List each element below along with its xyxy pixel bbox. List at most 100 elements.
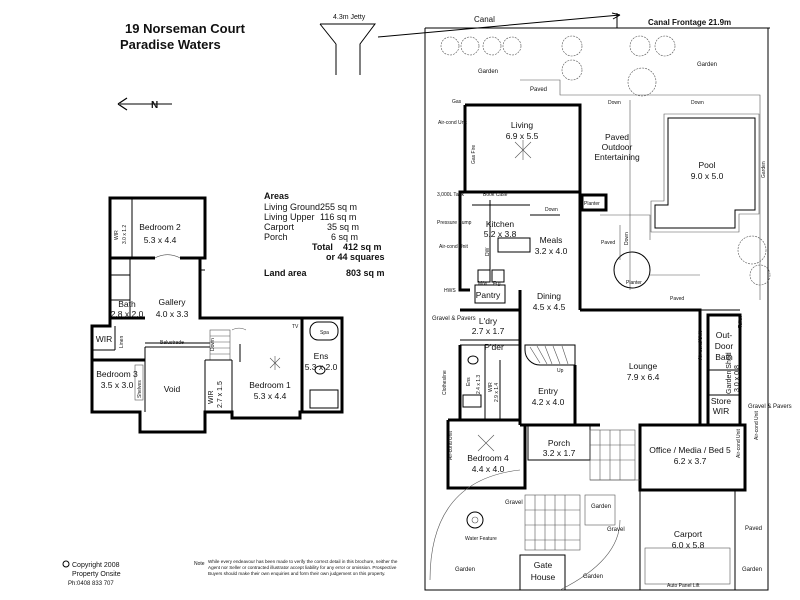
ground-floor-walls xyxy=(446,103,747,591)
area-total-value: 412 sq m xyxy=(343,242,382,252)
pool xyxy=(654,117,756,229)
north-arrow-icon: N xyxy=(117,97,172,111)
jetty: 4.3m Jetty xyxy=(319,14,376,75)
room-label: WIR xyxy=(114,230,120,240)
garden-label: Garden xyxy=(697,62,717,68)
room-label: Garden Shed xyxy=(726,352,733,394)
room-label: Ens xyxy=(466,377,472,386)
areas-heading: Areas xyxy=(264,191,289,201)
fridge-label: Frg xyxy=(493,281,501,287)
address-line2: Paradise Waters xyxy=(120,37,221,52)
room-label: Pantry xyxy=(476,290,501,300)
paved-label: Paved xyxy=(745,526,762,532)
room-label: L'dry xyxy=(479,316,498,326)
copyright-text: Copyright 2008 xyxy=(72,562,120,569)
disclaimer-note: While every endeavour has been made to v… xyxy=(208,559,398,577)
down-label: Down xyxy=(608,100,621,106)
garden-label: Garden xyxy=(761,161,767,178)
outdoor-label: Paved xyxy=(605,132,629,142)
gatehouse-label: Gate xyxy=(534,560,553,570)
room-label: Bath xyxy=(715,352,733,362)
room-size: 5.3 x 2.0 xyxy=(305,362,338,372)
room-label: Porch xyxy=(548,438,570,448)
room-label: WIR xyxy=(208,390,215,404)
paved-label: Paved xyxy=(670,296,684,302)
area-row-label: Porch xyxy=(264,232,288,242)
room-label: Void xyxy=(164,384,181,394)
room-size: 3.0 x 1.2 xyxy=(122,225,128,244)
room-label: WIR xyxy=(96,334,113,344)
room-size: 2.7 x 1.5 xyxy=(217,381,224,408)
room-label: Living xyxy=(511,120,533,130)
area-row-label: Living Ground xyxy=(264,202,320,212)
room-label: Entry xyxy=(538,386,559,396)
room-size: 4.0 x 3.3 xyxy=(156,309,189,319)
room-size: 5.3 x 4.4 xyxy=(144,235,177,245)
site-boundary xyxy=(424,28,769,591)
note-label: Note xyxy=(194,561,205,567)
tank-label: 3,000L Tank xyxy=(437,192,464,198)
room-size: 2.7 x 1.7 xyxy=(472,326,505,336)
room-size: 6.9 x 5.5 xyxy=(506,131,539,141)
land-area-value: 803 sq m xyxy=(346,268,385,278)
room-label: Store xyxy=(711,396,732,406)
stairs-down-label: Down xyxy=(210,338,216,351)
water-feature-icon xyxy=(466,511,484,529)
upper-floor-plan xyxy=(90,196,344,434)
room-label: Pool xyxy=(698,160,715,170)
shelves-label: Shelves xyxy=(137,380,143,398)
aircond-label: Air-cond Unit xyxy=(736,428,742,458)
area-squares: or 44 squares xyxy=(326,252,385,262)
room-label: WIR xyxy=(488,382,494,392)
area-total-label: Total xyxy=(312,242,333,252)
room-label: Office / Media / Bed 5 xyxy=(649,445,731,455)
gravel-label: Gravel xyxy=(505,500,523,506)
gravel-pavers-label: Gravel & Pavers xyxy=(432,316,476,322)
aircond-label: Air-cond Unit xyxy=(448,430,454,460)
garden-label: Garden xyxy=(455,567,475,573)
room-size: 4.2 x 4.0 xyxy=(532,397,565,407)
spa-label: Spa xyxy=(320,330,329,336)
water-feature-label: Water Feature xyxy=(465,536,497,542)
garden-label: Garden xyxy=(478,69,498,75)
room-size: 3.2 x 4.0 xyxy=(535,246,568,256)
microwave-label: M/w xyxy=(478,281,488,287)
room-label: Dining xyxy=(537,291,561,301)
room-label: Door xyxy=(715,341,734,351)
room-label: Bath xyxy=(118,299,136,309)
gas-fire-label: Gas Fire xyxy=(471,145,477,164)
room-size: 3.5 x 3.0 xyxy=(101,380,134,390)
room-label: Carport xyxy=(674,529,703,539)
gravel-pavers-label: Gravel & Pavers xyxy=(748,404,792,410)
room-label: Lounge xyxy=(629,361,658,371)
planter-icon xyxy=(613,251,651,289)
outdoor-label: Outdoor xyxy=(602,142,633,152)
room-label: Out- xyxy=(716,330,733,340)
area-row-value: 116 sq m xyxy=(320,212,356,222)
room-label: WIR xyxy=(713,406,730,416)
room-label: Bedroom 1 xyxy=(249,380,291,390)
garden-label: Garden xyxy=(742,567,762,573)
paved-label: Paved xyxy=(530,87,547,93)
room-label: Bedroom 3 xyxy=(96,369,138,379)
bookcase-label: Book Case xyxy=(483,192,508,198)
room-label: Bedroom 4 xyxy=(467,453,509,463)
address-line1: 19 Norseman Court xyxy=(125,21,246,36)
room-size: 9.0 x 5.0 xyxy=(691,171,724,181)
outdoor-label: Entertaining xyxy=(594,152,640,162)
room-size: 5.3 x 4.4 xyxy=(254,391,287,401)
hws-label: HWS xyxy=(444,288,456,294)
room-size: 3.2 x 1.7 xyxy=(543,448,576,458)
garden-label: Garden xyxy=(591,504,611,510)
room-label: P'der xyxy=(484,342,504,352)
down-label: Down xyxy=(691,100,704,106)
room-size: 3.0 x 0.8 xyxy=(734,365,741,392)
areas-table: Areas Living Ground 255 sq m Living Uppe… xyxy=(264,191,385,278)
room-size: 4.5 x 4.5 xyxy=(533,302,566,312)
north-letter: N xyxy=(151,100,158,111)
garden-label: Garden xyxy=(583,574,603,580)
room-size: 2.4 x 1.3 xyxy=(476,375,482,394)
canal-label: Canal xyxy=(474,15,495,24)
copyright-icon xyxy=(62,560,70,568)
